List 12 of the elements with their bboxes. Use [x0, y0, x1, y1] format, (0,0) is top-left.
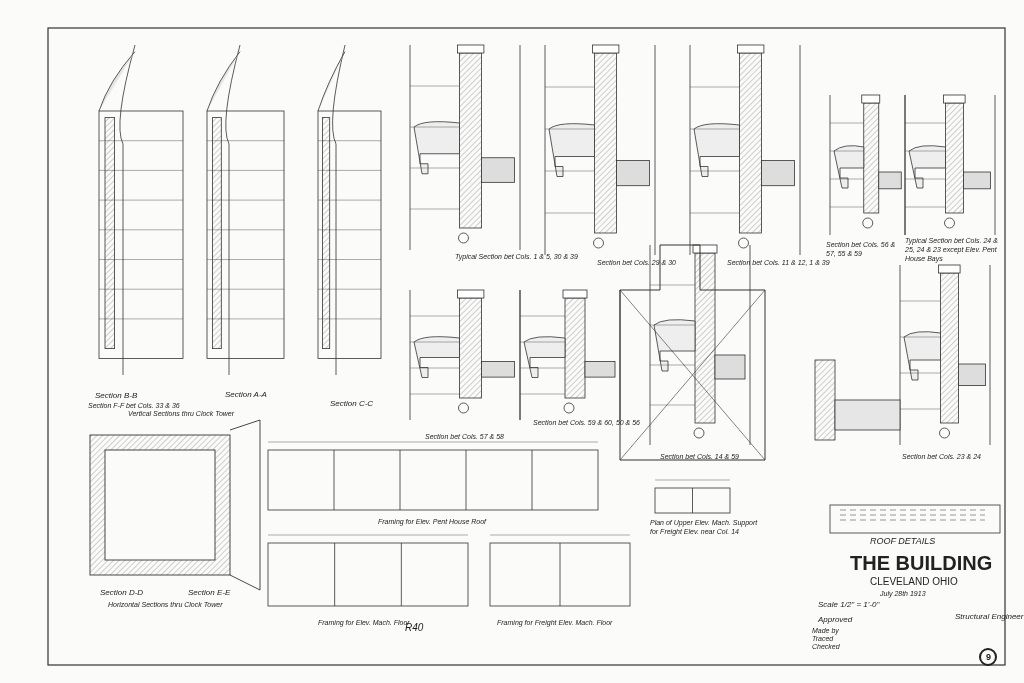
- title-block-text: Structural Engineer: [955, 612, 1024, 622]
- sheet-number: 9: [986, 652, 991, 663]
- title-block-text: Scale 1/2" = 1'-0": [818, 600, 880, 610]
- drawing-caption: Section E-E: [188, 588, 231, 598]
- building-name: THE BUILDING: [850, 552, 993, 574]
- sheet-title: ROOF DETAILS: [870, 536, 936, 547]
- title-block-text: Approved: [818, 615, 853, 625]
- drawing-caption: Section B-B: [95, 391, 138, 401]
- drawing-caption: Section D-D: [100, 588, 144, 598]
- drawing-caption: Section C-C: [330, 399, 374, 409]
- title-block-text: CLEVELAND OHIO: [870, 576, 958, 588]
- drawing-caption: Section A-A: [225, 390, 267, 400]
